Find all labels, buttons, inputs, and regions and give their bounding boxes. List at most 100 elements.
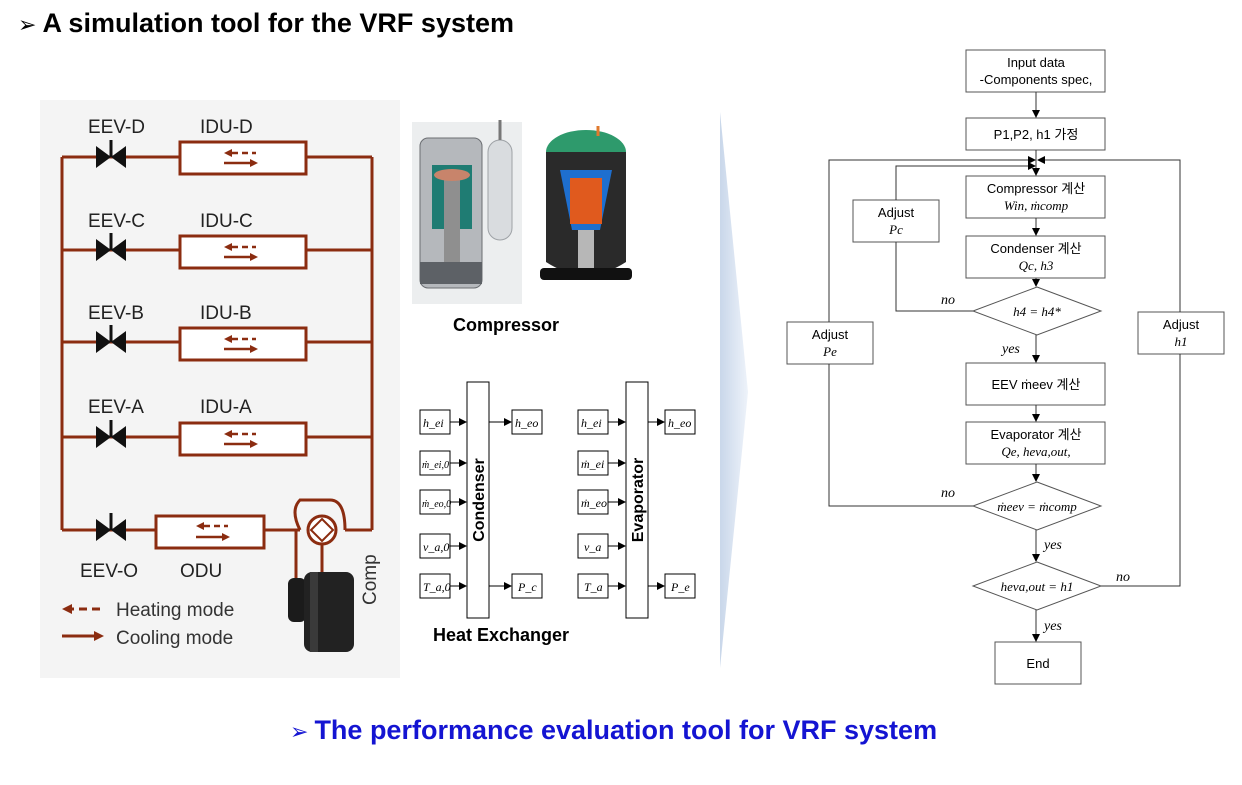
vrf-schematic: Comp EEV-D IDU-D EEV-C IDU-C EEV-B IDU-B… bbox=[40, 100, 400, 678]
idu-d-label: IDU-D bbox=[200, 117, 253, 138]
fc-yes-mass: yes bbox=[1042, 538, 1062, 553]
fc-condenser-line1: Condenser 계산 bbox=[990, 241, 1081, 256]
fc-adjust-pe-line1: Adjust bbox=[812, 327, 849, 342]
rotary-compressor-image bbox=[412, 120, 522, 304]
evap-output-box bbox=[664, 573, 696, 599]
evap-input-box bbox=[577, 409, 609, 435]
valve-icon bbox=[96, 325, 126, 353]
fc-adjust-h1-line2: h1 bbox=[1175, 334, 1188, 349]
legend-heating: Heating mode bbox=[116, 600, 234, 621]
evap-out-h-eo: h_eo bbox=[668, 416, 691, 430]
eev-d-label: EEV-D bbox=[88, 117, 145, 138]
fc-adjust-h1-box bbox=[1137, 311, 1225, 355]
compressor-images bbox=[412, 120, 632, 304]
unit-flow-arrows bbox=[196, 149, 258, 541]
fc-adjust-pc-line1: Adjust bbox=[878, 205, 915, 220]
evap-output-box bbox=[664, 409, 696, 435]
fc-no-mass: no bbox=[941, 486, 955, 501]
valve-icon bbox=[96, 140, 126, 168]
cond-in-t-a: T_a,0 bbox=[423, 580, 451, 594]
fc-compressor-line2: Win, ṁcomp bbox=[1004, 198, 1069, 213]
comp-label: Comp bbox=[360, 554, 381, 605]
evap-in-m-ei: ṁ_ei bbox=[581, 457, 604, 471]
cond-out-h-eo: h_eo bbox=[515, 416, 538, 430]
fc-adjust-h1-line1: Adjust bbox=[1163, 317, 1200, 332]
compressor-caption: Compressor bbox=[453, 315, 560, 335]
flowchart bbox=[786, 49, 1225, 685]
idu-a bbox=[178, 421, 308, 457]
idu-a-label: IDU-A bbox=[200, 397, 252, 418]
legend-cooling: Cooling mode bbox=[116, 628, 233, 649]
fc-compressor-line1: Compressor 계산 bbox=[987, 181, 1085, 196]
fc-no-h4: no bbox=[941, 293, 955, 308]
cond-in-h-ei: h_ei bbox=[423, 416, 444, 430]
cond-input-box bbox=[419, 450, 451, 476]
eev-a-label: EEV-A bbox=[88, 397, 144, 418]
cond-out-p-c: P_c bbox=[517, 580, 537, 594]
arrow-bullet-icon: ➢ bbox=[290, 719, 309, 744]
valve-icon bbox=[96, 513, 126, 541]
legend: Heating mode Cooling mode bbox=[62, 600, 234, 649]
evap-input-box bbox=[577, 489, 609, 515]
compressor-icon bbox=[288, 572, 354, 652]
fc-check-mass-text: ṁeev = ṁcomp bbox=[997, 499, 1077, 514]
four-way-valve-icon bbox=[306, 514, 338, 546]
page-subtitle: ➢The performance evaluation tool for VRF… bbox=[290, 715, 938, 745]
scroll-compressor-image bbox=[540, 126, 632, 280]
fc-compressor-box bbox=[965, 175, 1106, 219]
cond-in-m-eo: ṁ_eo,0 bbox=[422, 499, 451, 510]
evaporator-block bbox=[625, 381, 649, 619]
cond-input-box bbox=[419, 573, 451, 599]
cond-output-box bbox=[511, 573, 543, 599]
fc-eev-box bbox=[965, 362, 1106, 406]
fc-no-h1: no bbox=[1116, 570, 1130, 585]
fc-evaporator-box bbox=[965, 421, 1106, 465]
idu-group bbox=[154, 140, 308, 550]
eev-o-label: EEV-O bbox=[80, 561, 138, 582]
odu bbox=[154, 514, 266, 550]
valve-icon bbox=[96, 420, 126, 448]
fc-check-h1 bbox=[971, 561, 1103, 611]
fc-end-text: End bbox=[1026, 656, 1049, 671]
heat-exchanger-diagram bbox=[419, 381, 696, 619]
evaporator-label: Evaporator bbox=[630, 458, 647, 542]
arrow-bullet-icon: ➢ bbox=[18, 12, 37, 37]
cond-in-v-a: v_a,0 bbox=[423, 540, 449, 554]
condenser-label: Condenser bbox=[471, 458, 488, 542]
fc-condenser-line2: Qc, h3 bbox=[1019, 258, 1054, 273]
idu-c bbox=[178, 234, 308, 270]
evap-in-h-ei: h_ei bbox=[581, 416, 602, 430]
fc-eev-text: EEV ṁeev 계산 bbox=[992, 377, 1081, 392]
page-title: ➢A simulation tool for the VRF system bbox=[18, 8, 514, 38]
fc-end-box bbox=[994, 641, 1082, 685]
evap-out-p-e: P_e bbox=[670, 580, 690, 594]
idu-b-label: IDU-B bbox=[200, 303, 252, 324]
evap-in-m-eo: ṁ_eo bbox=[581, 496, 607, 510]
condenser-block bbox=[466, 381, 490, 619]
fc-input-box bbox=[965, 49, 1106, 93]
fc-check-h4-text: h4 = h4* bbox=[1013, 304, 1061, 319]
eev-b-label: EEV-B bbox=[88, 303, 144, 324]
fc-check-mass bbox=[971, 481, 1103, 531]
fc-adjust-pe-line2: Pe bbox=[822, 344, 837, 359]
eev-valves bbox=[96, 140, 126, 541]
cond-input-box bbox=[419, 533, 451, 559]
section-separator bbox=[720, 112, 748, 668]
fc-evaporator-line2: Qe, heva,out, bbox=[1001, 444, 1070, 459]
fc-adjust-pc-line2: Pc bbox=[888, 222, 903, 237]
fc-evaporator-line1: Evaporator 계산 bbox=[990, 427, 1081, 442]
heat-exchanger-caption: Heat Exchanger bbox=[433, 625, 570, 645]
fc-assume-box bbox=[965, 117, 1106, 151]
idu-b bbox=[178, 326, 308, 362]
evap-input-box bbox=[577, 533, 609, 559]
cond-output-box bbox=[511, 409, 543, 435]
fc-adjust-pc-box bbox=[852, 199, 940, 243]
evap-input-box bbox=[577, 573, 609, 599]
idu-d bbox=[178, 140, 308, 176]
idu-c-label: IDU-C bbox=[200, 211, 253, 232]
fc-yes-h1: yes bbox=[1042, 619, 1062, 634]
fc-assume-text: P1,P2, h1 가정 bbox=[994, 127, 1079, 142]
valve-icon bbox=[96, 233, 126, 261]
fc-input-line1: Input data bbox=[1007, 55, 1066, 70]
